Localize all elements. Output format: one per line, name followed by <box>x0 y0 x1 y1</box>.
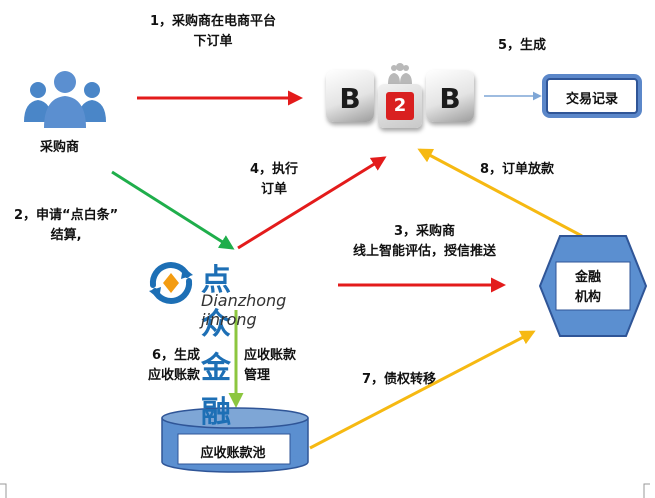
receivables-pool-label: 应收账款池 <box>200 446 266 461</box>
step-8-label: 8，订单放款 <box>480 162 555 177</box>
arrow-loan <box>417 148 583 238</box>
finance-institution-label: 金融 机构 <box>548 268 628 308</box>
logo-chinese: 点众金融 <box>201 263 232 430</box>
people-icon <box>24 71 106 128</box>
step-4-label: 4，执行订单 <box>250 162 299 197</box>
diamond-icon <box>163 273 179 293</box>
purchaser-label: 采购商 <box>40 140 80 155</box>
b2b-letter-right: B <box>439 82 461 115</box>
trade-record-label: 交易记录 <box>565 92 618 107</box>
step-3-label: 3，采购商线上智能评估，授信推送 <box>353 224 497 259</box>
b2b-letter-left: B <box>339 82 361 115</box>
dianzhong-logo: 点众金融 Dianzhong jinrong <box>143 255 286 430</box>
b2b-platform: B 2 B <box>326 58 476 136</box>
step-5-label: 5，生成 <box>498 38 547 53</box>
arrow-execute <box>237 156 387 250</box>
b2b-cube-left: B <box>326 70 374 122</box>
trade-record-box: 交易记录 <box>546 78 638 114</box>
step-6-management-label: 应收账款管理 <box>244 348 297 383</box>
step-6-label: 6，生成应收账款 <box>148 348 201 383</box>
b2b-cube-right: B <box>426 70 474 122</box>
finance-line2: 机构 <box>574 290 601 305</box>
refresh-circle-icon <box>149 262 193 304</box>
b2b-cube-middle: 2 <box>378 84 422 128</box>
step-7-label: 7，债权转移 <box>362 372 437 387</box>
b2b-number: 2 <box>393 95 407 116</box>
step-1-label: 1，采购商在电商平台下订单 <box>150 14 277 49</box>
people-icon <box>388 63 412 84</box>
receivables-cylinder <box>161 407 309 473</box>
logo-pinyin: Dianzhong jinrong <box>201 291 287 329</box>
finance-label-box <box>555 261 631 311</box>
arrow-transfer <box>309 330 536 450</box>
step-2-label: 2，申请“点白条”结算, <box>14 208 119 243</box>
arrow-apply <box>111 170 235 250</box>
finance-line1: 金融 <box>574 270 601 285</box>
